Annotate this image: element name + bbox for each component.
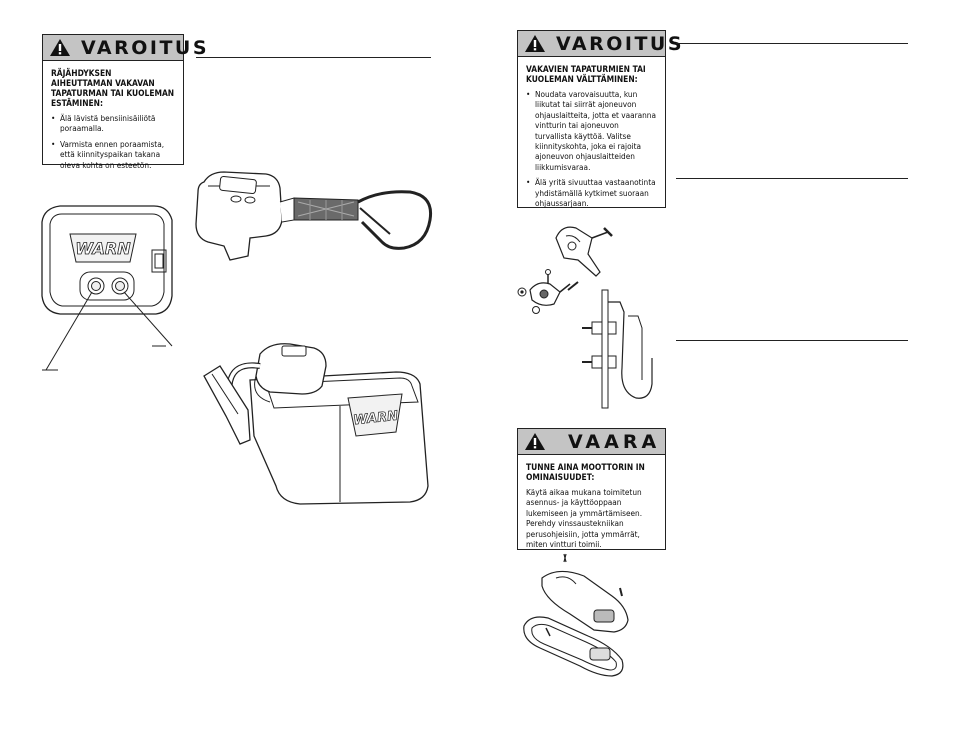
mount-side-view-illustration <box>582 289 653 409</box>
receiver-mounted-on-box-illustration: WARN <box>203 343 429 505</box>
warning-lead: VAKAVIEN TAPATURMIEN TAI KUOLEMAN VÄLTTÄ… <box>526 64 646 84</box>
danger-header: VAARA <box>518 429 665 455</box>
list-item: Älä yritä sivuuttaa vastaanotinta yhdist… <box>526 177 657 208</box>
warning-title: VAROITUS <box>81 36 210 59</box>
warning-title: VAROITUS <box>556 32 685 55</box>
warning-triangle-icon <box>50 39 70 56</box>
remote-battery-cover-illustration <box>523 553 629 677</box>
danger-lead: TUNNE AINA MOOTTORIN IN OMINAISUUDET: <box>526 462 645 482</box>
warning-lead: RÄJÄHDYKSEN AIHEUTTAMAN VAKAVAN TAPATURM… <box>51 68 175 108</box>
list-item: Noudata varovaisuutta, kun liikutat tai … <box>526 89 657 172</box>
danger-body: Käytä aikaa mukana toimitetun asennus- j… <box>526 487 643 550</box>
list-item: Varmista ennen poraamista, että kiinnity… <box>51 139 175 170</box>
mounting-bracket-hardware-illustration <box>517 226 613 314</box>
list-item: Älä lävistä bensiinisäiliötä poraamalla. <box>51 113 175 134</box>
warn-logo-text: WARN <box>75 239 131 258</box>
section-rule <box>196 57 431 58</box>
danger-title: VAARA <box>568 430 661 453</box>
warning-triangle-icon <box>525 433 545 450</box>
section-rule <box>676 43 908 44</box>
section-rule <box>676 178 908 179</box>
danger-box: VAARA TUNNE AINA MOOTTORIN IN OMINAISUUD… <box>517 428 666 550</box>
warning-triangle-icon <box>525 35 545 52</box>
section-rule <box>676 340 908 341</box>
left-warning-box: VAROITUS RÄJÄHDYKSEN AIHEUTTAMAN VAKAVAN… <box>42 34 207 170</box>
warning-header: VAROITUS <box>43 35 207 61</box>
warning-list: Älä lävistä bensiinisäiliötä poraamalla.… <box>51 113 175 170</box>
warning-list: Noudata varovaisuutta, kun liikutat tai … <box>526 89 657 208</box>
right-warning-box: VAROITUS VAKAVIEN TAPATURMIEN TAI KUOLEM… <box>517 30 682 208</box>
warning-header: VAROITUS <box>518 31 682 57</box>
warn-logo-text: WARN <box>353 409 399 429</box>
control-box-front-illustration: WARN <box>41 205 173 371</box>
receiver-with-carabiner-illustration <box>195 171 433 261</box>
